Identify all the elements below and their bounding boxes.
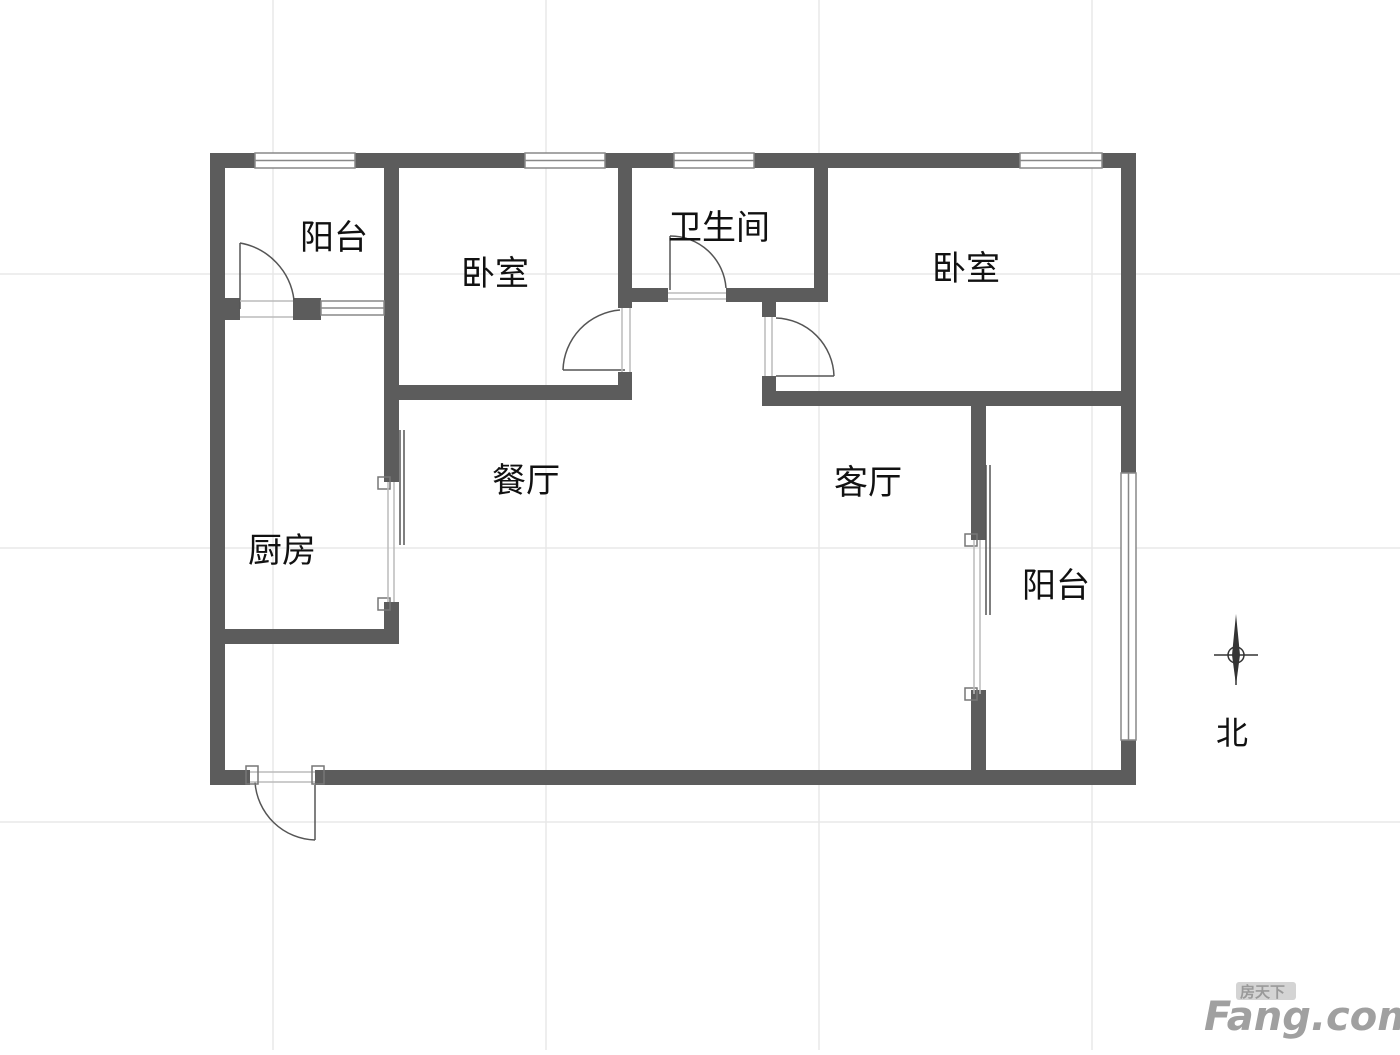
- door-entrance: [245, 765, 325, 841]
- door-bathroom: [668, 235, 727, 300]
- wall-bottom-right: [315, 770, 1136, 785]
- logo-icon: [1236, 982, 1296, 1000]
- room-label-bedroom-right: 卧室: [932, 249, 1000, 289]
- door-balcony-nw: [239, 242, 295, 318]
- room-label-dining: 餐厅: [492, 461, 560, 501]
- windows: [254, 152, 1137, 741]
- window-bedroom-right: [1019, 152, 1103, 169]
- watermark: 房天下 Fang.com: [1204, 982, 1400, 1040]
- north-label: 北: [1216, 714, 1248, 752]
- window-balcony-east: [1120, 472, 1137, 741]
- wall-bath-right: [814, 160, 828, 302]
- wall-living-balcony-upper: [971, 406, 986, 540]
- wall-kitchen-bottom: [225, 629, 399, 644]
- window-bedroom-left: [524, 152, 606, 169]
- wall-balcony-bedroom: [384, 160, 399, 392]
- room-label-bathroom: 卫生间: [668, 208, 770, 248]
- wall-balcony-bottom-b: [293, 298, 321, 320]
- walls: [210, 153, 1136, 785]
- wall-bath-bottom-a: [618, 288, 668, 302]
- wall-bedroom-right-bottom: [762, 391, 1136, 406]
- north-arrow-icon: [1214, 614, 1258, 685]
- wall-left: [210, 153, 225, 785]
- wall-top: [210, 153, 1136, 168]
- watermark-brand-en: Fang.com: [1204, 994, 1400, 1040]
- room-label-kitchen: 厨房: [248, 531, 316, 571]
- wall-balcony-bottom-a: [225, 298, 240, 320]
- window-balcony-kitchen-partition: [320, 300, 385, 316]
- wall-bedroom-bath-lower: [618, 372, 632, 400]
- room-label-bedroom-left: 卧室: [461, 254, 529, 294]
- wall-bedroom-bath-upper: [618, 160, 632, 308]
- room-labels: 阳台 卧室 卫生间 卧室 餐厅 客厅 厨房 阳台: [248, 208, 1090, 606]
- door-bedroom-right: [764, 317, 835, 377]
- wall-living-balcony-lower: [971, 690, 986, 785]
- door-bedroom-left: [562, 308, 631, 372]
- wall-kitchen-right-upper: [384, 392, 399, 482]
- door-balcony-east-sliding: [964, 465, 991, 701]
- wall-bath-bottom-b: [726, 288, 828, 302]
- wall-right-upper: [1121, 153, 1136, 473]
- window-bathroom: [673, 152, 755, 169]
- wall-bedroom-left-bottom: [384, 385, 632, 400]
- watermark-brand-cn: 房天下: [1240, 983, 1285, 1001]
- room-label-living: 客厅: [834, 463, 902, 503]
- room-label-balcony-east: 阳台: [1022, 566, 1090, 606]
- room-label-balcony-nw: 阳台: [300, 218, 368, 258]
- door-kitchen-sliding: [377, 430, 405, 611]
- wall-bottom-left: [210, 770, 250, 785]
- doors: [239, 235, 991, 841]
- window-balcony-nw: [254, 152, 356, 169]
- wall-bedroom-right-post-upper: [762, 295, 776, 317]
